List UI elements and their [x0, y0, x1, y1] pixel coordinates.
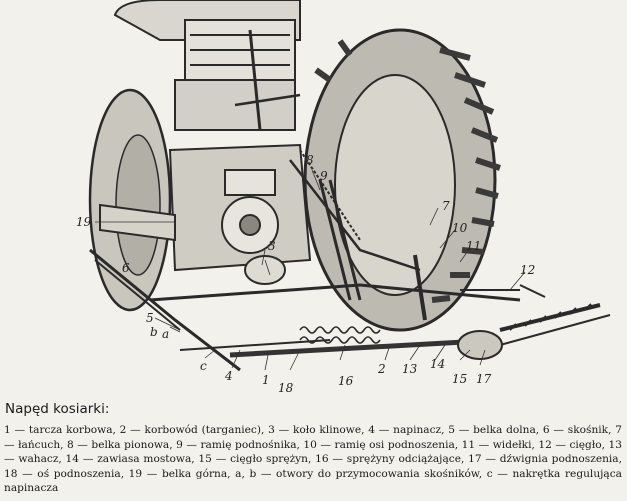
label-18: 18	[278, 381, 294, 395]
label-2: 2	[377, 362, 386, 376]
mower-drive-illustration: 19 6 5 b a c 4 1 18 16 2 13 14 15 17 3 8…	[76, 0, 611, 395]
label-16: 16	[338, 374, 354, 388]
gearbox-housing	[168, 143, 312, 272]
label-c: c	[200, 359, 207, 373]
label-1: 1	[262, 373, 270, 387]
label-b: b	[150, 325, 158, 339]
label-14: 14	[430, 357, 445, 371]
rear-tractor-wheel	[303, 28, 501, 332]
label-19: 19	[76, 215, 92, 229]
tractor-seat-frame	[113, 0, 301, 131]
label-4: 4	[224, 369, 233, 383]
relief-springs	[299, 326, 381, 344]
label-12: 12	[520, 263, 535, 277]
label-8: 8	[306, 153, 314, 167]
label-11: 11	[466, 239, 481, 253]
label-13: 13	[402, 362, 418, 376]
pulley-and-chain	[244, 149, 421, 285]
label-3: 3	[268, 239, 276, 253]
vertical-beam	[318, 179, 427, 321]
cutter-bar-assembly	[89, 248, 611, 372]
label-9: 9	[320, 169, 328, 183]
label-6: 6	[122, 261, 130, 275]
label-5: 5	[146, 311, 154, 325]
label-17: 17	[476, 372, 492, 386]
caption-legend: 1 — tarcza korbowa, 2 — korbowód (targan…	[4, 424, 622, 495]
label-7: 7	[442, 199, 450, 213]
label-leader-lines	[95, 169, 526, 371]
label-10: 10	[452, 221, 468, 235]
front-tractor-wheel	[88, 88, 172, 312]
caption-title: Napęd kosiarki:	[5, 401, 110, 417]
label-a: a	[162, 327, 169, 341]
label-15: 15	[452, 372, 467, 386]
